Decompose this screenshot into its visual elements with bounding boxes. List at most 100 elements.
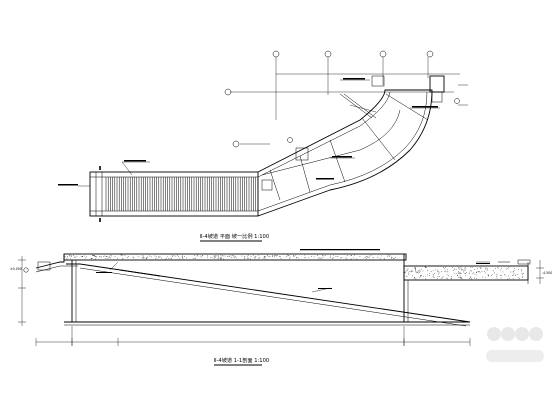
concrete-dot [446,271,448,273]
concrete-dot [146,257,147,259]
concrete-dot [441,271,443,272]
concrete-dot [433,277,435,278]
concrete-dot [456,275,458,276]
concrete-dot [264,257,265,258]
concrete-dot [273,256,275,258]
concrete-dot [496,277,498,279]
concrete-dot [181,255,183,257]
concrete-dot [518,269,519,271]
concrete-dot [480,267,482,269]
concrete-dot [427,270,429,271]
concrete-dot [288,255,290,256]
concrete-dot [81,256,83,257]
concrete-dot [253,254,254,256]
concrete-dot [438,273,440,275]
concrete-dot [414,267,416,269]
concrete-dot [481,271,483,272]
concrete-dot [67,257,69,259]
concrete-dot [434,272,435,274]
concrete-dot [407,268,409,270]
concrete-dot [463,270,465,272]
concrete-dot [387,255,389,257]
concrete-dot [161,257,163,259]
concrete-dot [214,256,215,257]
concrete-dot [485,268,486,270]
concrete-dot [308,257,310,258]
concrete-dot [94,255,95,256]
ramp-hatching [105,177,259,211]
concrete-dot [463,269,465,271]
concrete-dot [500,277,502,279]
concrete-dot [168,258,170,259]
concrete-dot [219,258,221,259]
concrete-dot [507,278,509,280]
concrete-dot [391,257,393,258]
concrete-dot [521,270,522,272]
concrete-dot [234,255,235,257]
concrete-dot [464,273,466,275]
concrete-dot [393,258,395,259]
concrete-dot [432,270,434,271]
concrete-dot [177,254,178,256]
concrete-dot [132,256,134,258]
concrete-dot [247,257,248,259]
pit-slab [403,265,529,281]
concrete-dot [276,254,278,256]
ramp-plan-view: Ⅱ-4坡道 平面 坡一比例 1:100 [58,50,468,242]
concrete-dot [465,269,467,271]
concrete-dot [486,270,488,271]
concrete-dot [92,255,94,256]
concrete-dot [461,269,463,271]
concrete-dot [350,258,352,260]
concrete-dot [469,271,470,273]
concrete-dot [127,257,128,258]
concrete-dot [367,257,369,259]
concrete-dot [217,255,219,256]
concrete-dot [487,275,489,276]
concrete-dot [109,257,111,259]
concrete-dot [323,255,324,257]
concrete-dot [389,255,391,257]
concrete-dot [499,269,501,271]
concrete-dot [250,255,252,257]
concrete-dot [455,269,457,271]
concrete-dot [460,272,462,274]
plan-axis-bubbles [224,50,460,148]
concrete-dot [415,278,417,280]
concrete-dot [417,272,418,273]
section-caption-text: Ⅱ-4坡道 1-1剖面 1:100 [214,356,269,364]
top-slab [63,253,407,261]
concrete-dot [173,255,175,256]
concrete-dot [522,276,524,277]
concrete-dot [486,268,488,270]
concrete-dot [222,255,224,257]
concrete-dot [332,258,334,260]
concrete-dot [406,270,408,272]
concrete-dot [247,255,248,257]
concrete-dot [366,258,367,260]
concrete-dot [223,258,225,260]
concrete-dot [333,255,335,256]
concrete-dot [186,257,187,259]
concrete-dot [509,278,511,279]
concrete-dot [513,270,514,272]
concrete-dot [420,275,421,277]
concrete-dot [412,270,414,272]
concrete-dot [265,256,266,257]
concrete-dot [359,256,361,258]
concrete-dot [462,271,464,273]
concrete-dot [425,276,427,277]
concrete-dot [368,256,370,258]
concrete-dot [264,256,266,258]
concrete-dot [322,257,324,258]
concrete-dot [513,269,515,271]
concrete-dot [166,258,167,260]
concrete-dot [415,268,416,270]
concrete-dot [469,277,470,279]
concrete-dot [421,269,422,271]
concrete-dot [517,276,519,278]
concrete-dot [381,255,382,257]
concrete-dot [408,273,409,275]
concrete-dot [351,255,353,256]
concrete-dot [67,256,68,257]
